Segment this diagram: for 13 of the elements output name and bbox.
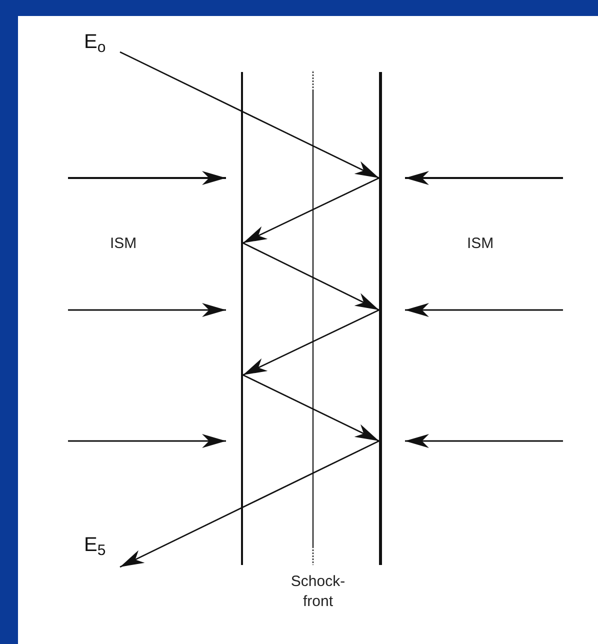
arrow xyxy=(242,374,380,442)
arrow xyxy=(120,440,380,568)
energy-label: E$_{5}$ xyxy=(84,535,114,563)
vertical-line xyxy=(241,72,243,565)
text-label: ISM xyxy=(467,234,494,254)
vertical-line xyxy=(379,72,382,565)
arrow xyxy=(242,242,380,311)
text-label: Schock-front xyxy=(290,572,346,612)
arrow xyxy=(242,177,380,244)
energy-label: E$_{o}$ xyxy=(84,32,114,60)
arrow xyxy=(120,51,380,179)
arrow xyxy=(242,309,380,376)
text-label: ISM xyxy=(110,234,137,254)
